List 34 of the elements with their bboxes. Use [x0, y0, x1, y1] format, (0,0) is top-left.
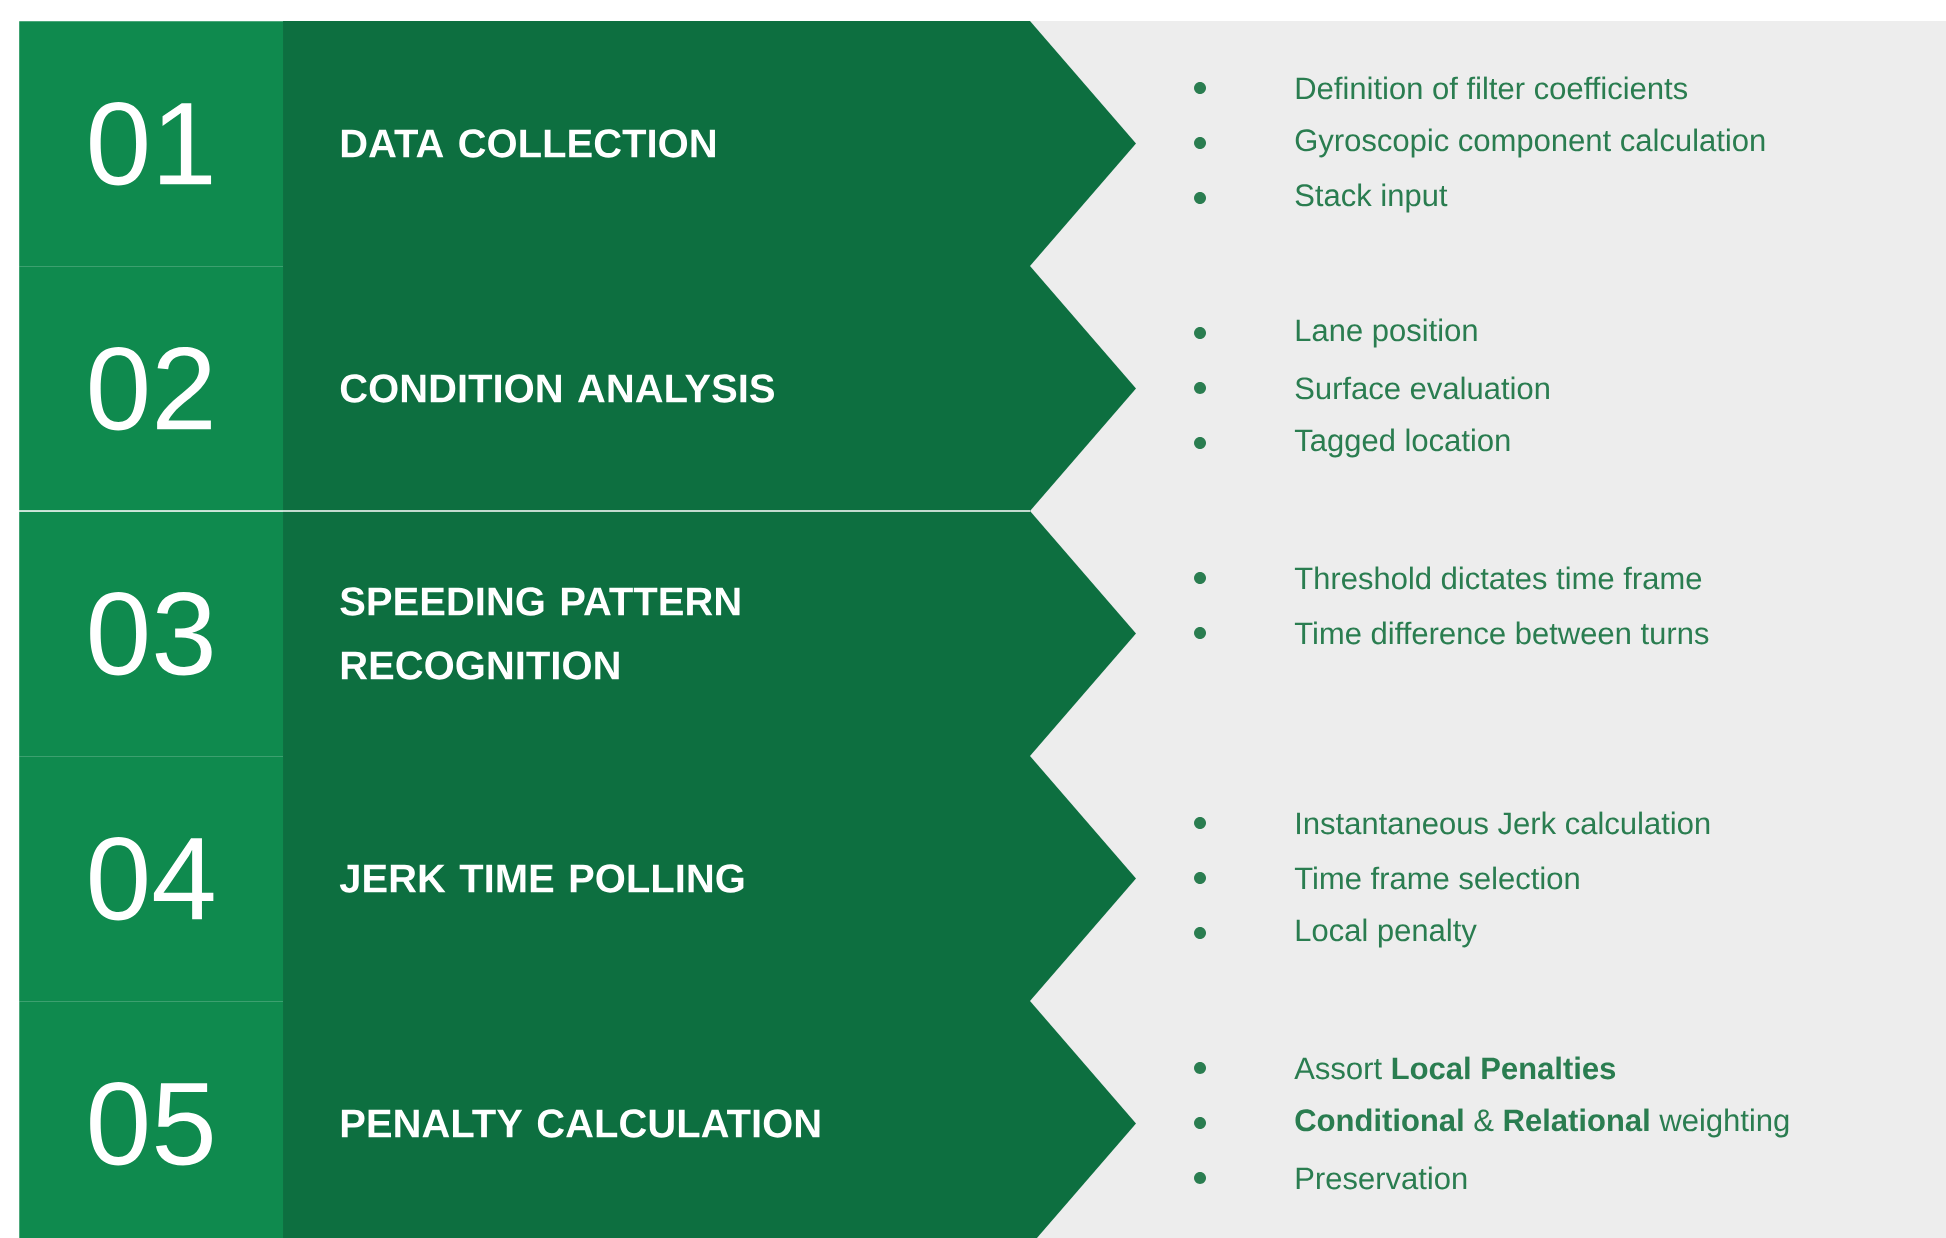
- bullet-text: Stack input: [1295, 183, 1448, 213]
- bullet-text: Gyroscopic component calculation: [1295, 128, 1765, 158]
- node-label: SPEEDING PATTERN RECOGNITION: [340, 587, 740, 680]
- node-label: 05: [90, 1081, 212, 1166]
- chevron-box: PENALTY CALCULATION: [283, 1001, 1136, 1238]
- chevron-box: CONDITION ANALYSIS: [283, 266, 1136, 511]
- chevron-box: DATA COLLECTION: [283, 21, 1136, 266]
- bullet-text: Assort Local Penalties: [1294, 1056, 1616, 1080]
- chevron-box: SPEEDING PATTERN RECOGNITION: [283, 511, 1136, 756]
- number-box: 05: [19, 1001, 284, 1238]
- node-label: 02: [90, 346, 211, 431]
- node-label: CONDITION ANALYSIS: [340, 374, 774, 403]
- chevron-box: JERK TIME POLLING: [283, 756, 1136, 1001]
- bullet-text: Local penalty: [1296, 918, 1477, 948]
- node-label: JERK TIME POLLING: [339, 864, 744, 893]
- node-label: 03: [90, 591, 212, 676]
- node-label: 04: [90, 836, 214, 921]
- bullet-text: Threshold dictates time frame: [1294, 566, 1702, 590]
- node-label: 01: [90, 101, 212, 186]
- bullet-text: Definition of filter coefficients: [1296, 76, 1688, 100]
- number-box: 01: [19, 21, 284, 267]
- number-box: 03: [19, 511, 284, 757]
- node-label: PENALTY CALCULATION: [341, 1109, 820, 1138]
- number-box: 02: [19, 266, 284, 512]
- bullet-text: Surface evaluation: [1295, 376, 1549, 400]
- bullet-text: Instantaneous Jerk calculation: [1297, 811, 1710, 835]
- bullet-text: Tagged location: [1294, 428, 1510, 458]
- bullet-text: Time frame selection: [1294, 866, 1579, 890]
- bullet-text: Conditional & Relational weighting: [1295, 1108, 1789, 1138]
- number-box: 04: [19, 756, 284, 1002]
- node-label: DATA COLLECTION: [341, 129, 715, 158]
- bullet-text: Time difference between turns: [1294, 621, 1709, 645]
- bullet-text: Lane position: [1296, 318, 1477, 348]
- bullet-text: Preservation: [1296, 1166, 1467, 1190]
